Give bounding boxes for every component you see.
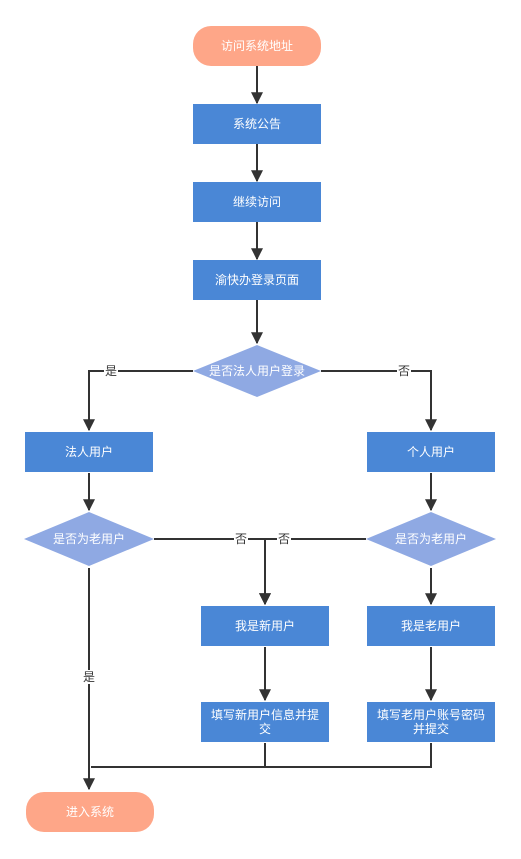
- legal-user-box: [25, 432, 153, 472]
- edge-legal-no-new: [154, 538, 271, 606]
- continue-box: [193, 182, 321, 222]
- is-legal-label: 是否法人用户登录: [208, 364, 306, 378]
- personal-user-label: 个人用户: [406, 445, 456, 459]
- end-terminal: [26, 792, 154, 832]
- personal-is-old-decision: [366, 512, 496, 566]
- edge-label-yes-old: 是: [81, 670, 97, 684]
- end-label: 进入系统: [65, 805, 115, 819]
- start-label: 访问系统地址: [220, 39, 294, 53]
- new-user-label: 我是新用户: [234, 619, 296, 633]
- personal-is-old-label: 是否为老用户: [394, 532, 468, 546]
- start-terminal: [193, 26, 321, 66]
- edge-personal-no-new: [259, 538, 366, 606]
- edge-label-no-legal: 否: [396, 364, 412, 378]
- continue-label: 继续访问: [232, 195, 282, 209]
- fill-old-box: [367, 702, 495, 742]
- connectors: [83, 66, 437, 791]
- legal-user-label: 法人用户: [64, 445, 114, 459]
- edge-fill-new-end: [91, 743, 266, 768]
- edge-label-no-left: 否: [233, 532, 249, 546]
- fill-new-box: [201, 702, 329, 742]
- new-user-box: [201, 606, 329, 646]
- legal-is-old-decision: [24, 512, 154, 566]
- old-user-box: [367, 606, 495, 646]
- legal-is-old-label: 是否为老用户: [52, 532, 126, 546]
- is-legal-decision: [193, 345, 321, 397]
- edge-no-personal: [321, 370, 437, 432]
- edge-label-no-right: 否: [276, 532, 292, 546]
- edge-fill-old-end: [265, 743, 432, 768]
- notice-box: [193, 104, 321, 144]
- personal-user-box: [367, 432, 495, 472]
- login-page-label: 渝快办登录页面: [214, 273, 300, 287]
- fill-new-label: 填写新用户信息并提交: [210, 708, 319, 736]
- edge-yes-legal: [83, 370, 193, 432]
- edge-label-yes-legal: 是: [103, 364, 119, 378]
- login-page-box: [193, 260, 321, 300]
- fill-old-label: 填写老用户账号密码并提交: [376, 708, 485, 736]
- notice-label: 系统公告: [232, 117, 282, 131]
- old-user-label: 我是老用户: [400, 619, 462, 633]
